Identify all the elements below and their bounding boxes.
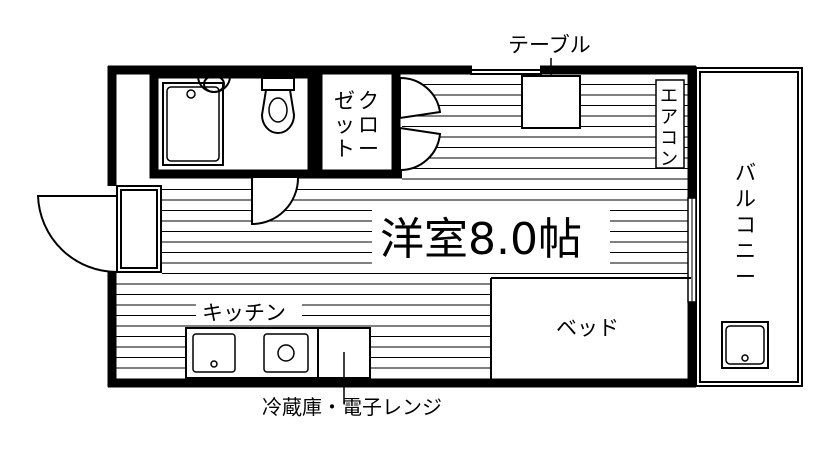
table-label: テーブル xyxy=(508,33,591,57)
svg-text:コ: コ xyxy=(660,128,678,149)
bathroom-door xyxy=(251,177,299,226)
kitchen-label: キッチン xyxy=(202,301,286,325)
svg-text:エ: エ xyxy=(660,86,678,107)
room-label: 洋室8.0帖 xyxy=(380,214,582,265)
bathroom xyxy=(149,69,317,179)
svg-text:バ: バ xyxy=(735,161,756,185)
bed-label: ベッド xyxy=(556,316,619,340)
bed-area xyxy=(490,277,691,379)
table xyxy=(521,75,581,129)
svg-text:ニ: ニ xyxy=(735,239,756,263)
svg-text:ー: ー xyxy=(358,137,379,161)
svg-text:ア: ア xyxy=(660,107,678,128)
svg-text:ン: ン xyxy=(660,149,678,170)
entrance xyxy=(36,185,162,273)
svg-text:ッ: ッ xyxy=(334,113,355,137)
svg-text:ク: ク xyxy=(358,89,379,113)
kitchen-counter xyxy=(185,327,319,379)
fridge-label: 冷蔵庫・電子レンジ xyxy=(262,395,442,419)
balcony-label: バ ル コ ニ ー xyxy=(735,161,756,289)
aircon xyxy=(655,79,685,169)
balcony-window xyxy=(687,197,697,303)
closet xyxy=(312,70,442,179)
svg-text:ル: ル xyxy=(735,187,756,211)
svg-text:ロ: ロ xyxy=(358,113,379,137)
svg-text:ゼ: ゼ xyxy=(334,89,355,113)
svg-text:ー: ー xyxy=(735,265,756,289)
closet-label: ゼ ッ ト ク ロ ー xyxy=(334,89,379,161)
svg-text:コ: コ xyxy=(735,213,756,237)
aircon-label: エ ア コ ン xyxy=(660,86,678,170)
svg-text:ト: ト xyxy=(334,137,355,161)
balcony xyxy=(695,67,803,387)
